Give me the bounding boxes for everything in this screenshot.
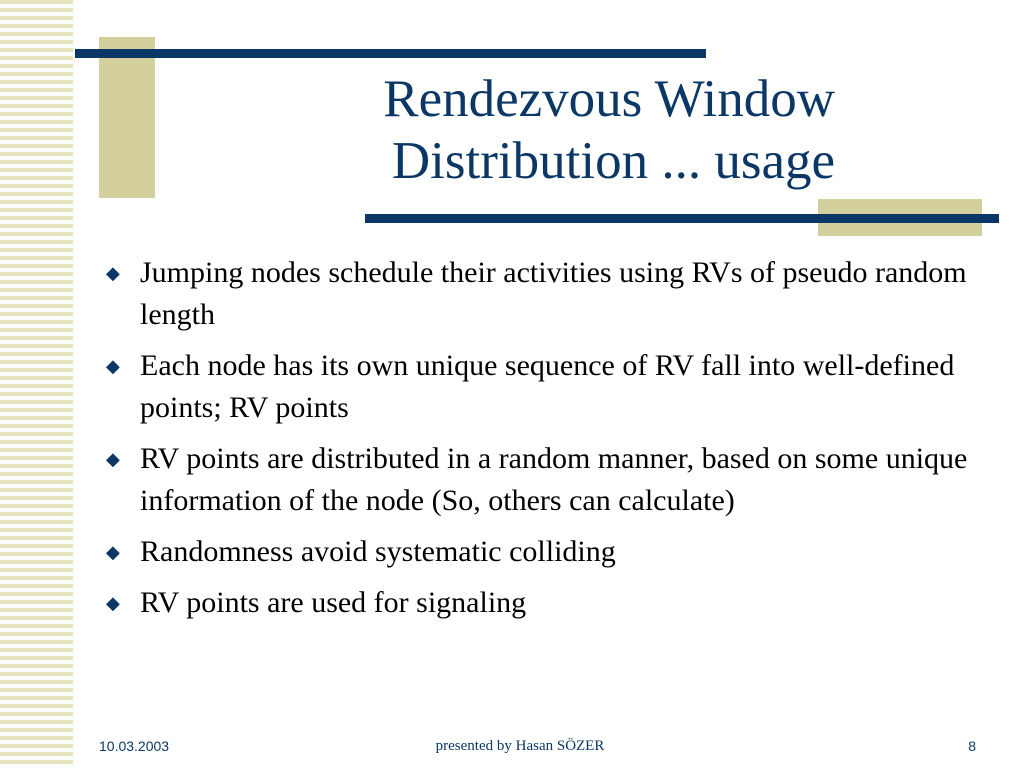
- footer-date: 10.03.2003: [99, 738, 170, 754]
- decorative-stripes: [0, 0, 73, 768]
- decorative-block-top: [99, 37, 155, 198]
- bullet-text: RV points are used for signaling: [140, 586, 527, 619]
- bullet-item: ◆ RV points are distributed in a random …: [104, 438, 974, 522]
- diamond-icon: ◆: [106, 449, 120, 469]
- bullet-list: ◆ Jumping nodes schedule their activitie…: [104, 252, 974, 633]
- bullet-item: ◆ Randomness avoid systematic colliding: [104, 531, 974, 573]
- bullet-text: RV points are distributed in a random ma…: [140, 442, 968, 517]
- slide-title: Rendezvous Window Distribution ... usage: [200, 68, 835, 192]
- diamond-icon: ◆: [106, 593, 120, 613]
- footer-presenter: presented by Hasan SÖZER: [435, 738, 605, 754]
- slide-title-line-1: Rendezvous Window: [383, 70, 835, 128]
- page-number: 8: [968, 738, 976, 754]
- diamond-icon: ◆: [106, 356, 120, 376]
- bullet-text: Randomness avoid systematic colliding: [140, 535, 616, 568]
- diamond-icon: ◆: [106, 542, 120, 562]
- bullet-item: ◆ Jumping nodes schedule their activitie…: [104, 252, 974, 336]
- bullet-text: Jumping nodes schedule their activities …: [140, 256, 967, 331]
- decorative-line-top: [75, 49, 706, 58]
- slide-title-line-2: Distribution ... usage: [391, 132, 835, 190]
- bullet-text: Each node has its own unique sequence of…: [140, 349, 955, 424]
- bullet-item: ◆ RV points are used for signaling: [104, 582, 974, 624]
- decorative-line-bottom: [365, 214, 999, 223]
- diamond-icon: ◆: [106, 263, 120, 283]
- bullet-item: ◆ Each node has its own unique sequence …: [104, 345, 974, 429]
